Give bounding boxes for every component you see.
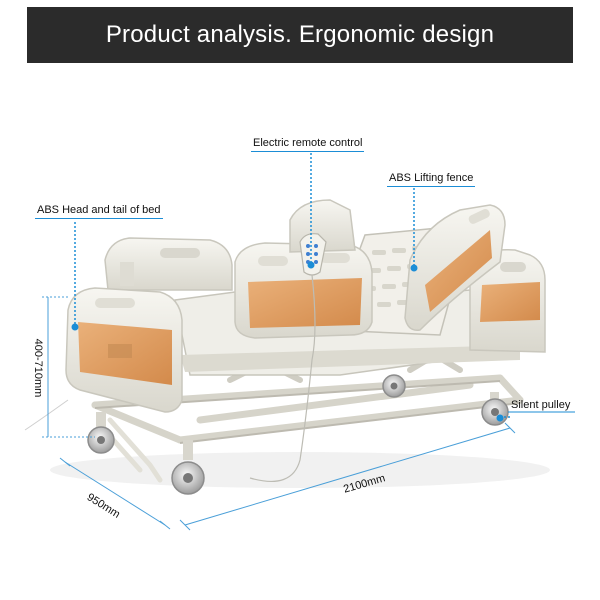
dim-width-line [64,461,166,526]
lifting-fence [404,204,506,331]
base-frame [91,374,524,444]
callout-pulley-text: Silent pulley [511,399,571,411]
dot-fence [410,264,418,272]
dimension-lines [42,296,516,531]
caster-back-right [481,392,509,426]
callout-pulley-label: Silent pulley [511,399,570,411]
callout-remote-label: Electric remote control [251,137,365,152]
callout-fence-underline [387,186,476,187]
banner-title: Product analysis. Ergonomic design [105,21,495,48]
caster-back-left [382,374,406,398]
callout-remote-underline [251,151,365,152]
dot-remote [307,261,315,269]
callout-dots [71,261,504,422]
caster-front-right [171,440,205,495]
footboard-back [104,237,233,291]
dim-height-label: 400-710mm [32,338,44,398]
headboard [469,249,546,353]
power-cord [24,399,69,431]
callout-head-tail-label: ABS Head and tail of bed [35,204,163,219]
callout-fence-text: ABS Lifting fence [389,172,474,184]
side-rail-left [234,242,373,339]
remote-cable [249,274,316,482]
title-banner: Product analysis. Ergonomic design [27,7,573,63]
caster-front-left [87,412,115,454]
dim-length-line [184,427,511,526]
footboard-front [65,287,183,413]
callout-remote-text: Electric remote control [253,137,363,149]
remote-control [299,233,327,276]
dot-pulley [496,414,504,422]
callout-fence-label: ABS Lifting fence [387,172,476,187]
callout-head-tail-text: ABS Head and tail of bed [37,204,161,216]
callout-head-tail-underline [35,218,163,219]
dot-head-tail [71,323,79,331]
